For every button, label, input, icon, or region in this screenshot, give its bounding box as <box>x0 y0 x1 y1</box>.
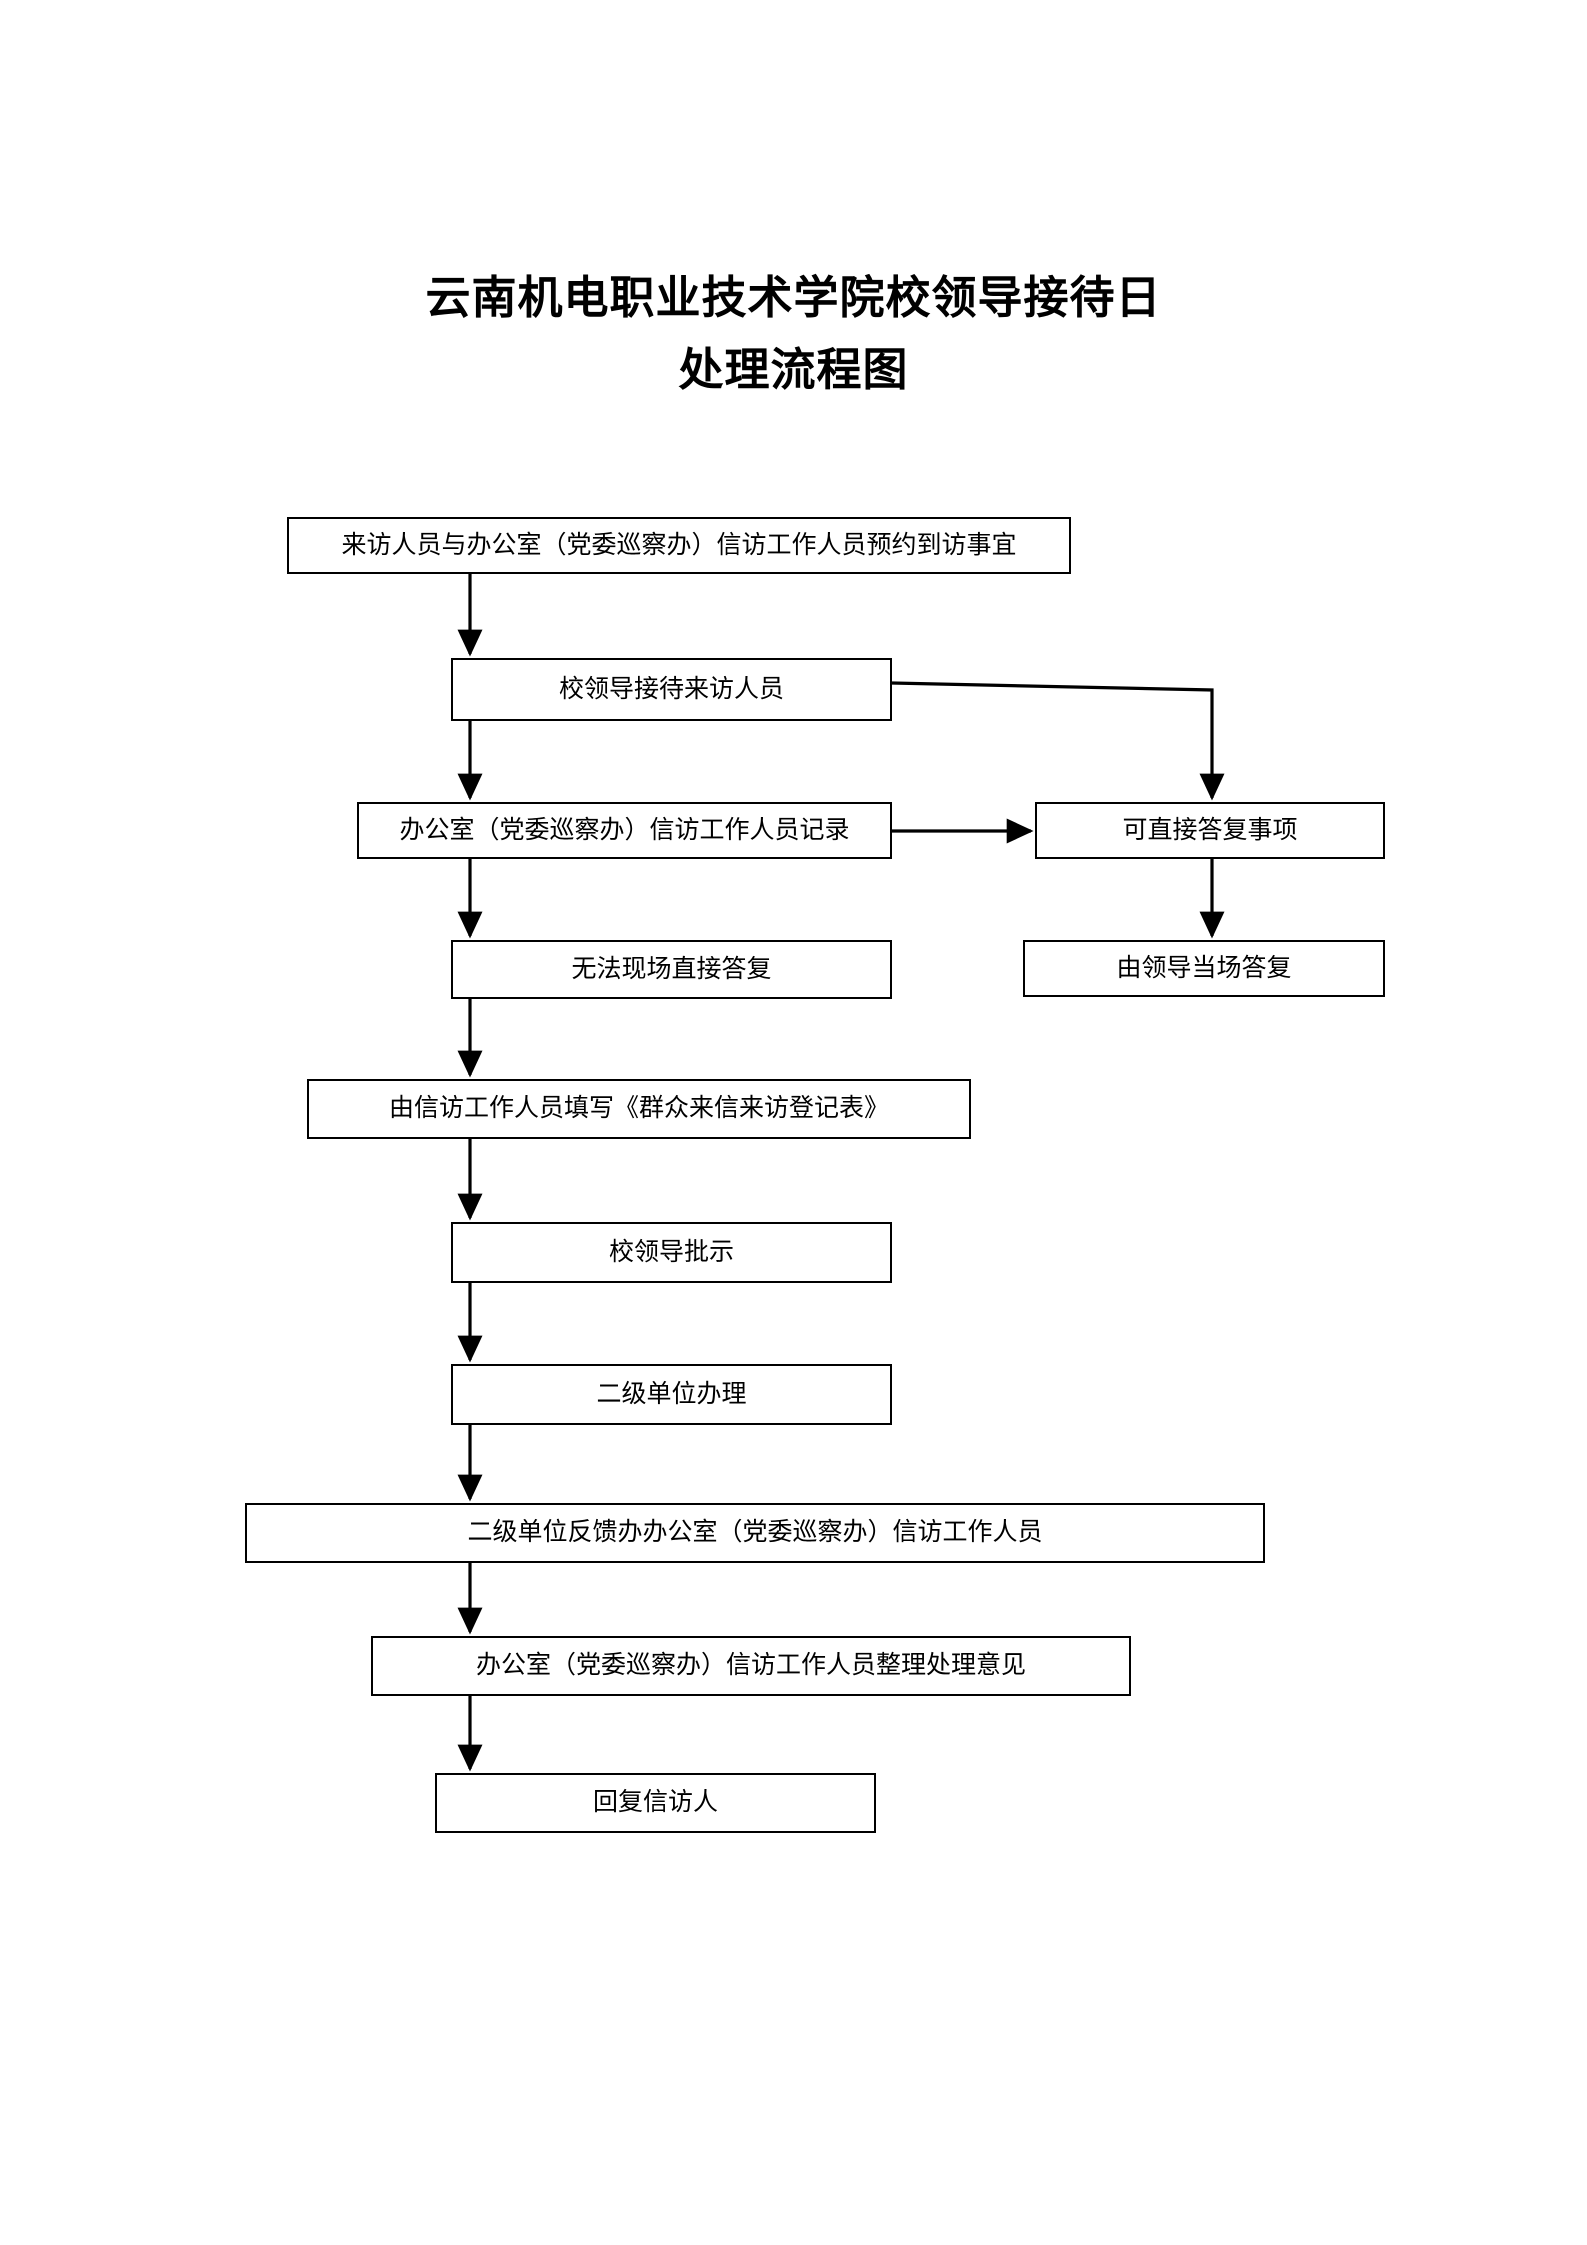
node-n5-label: 无法现场直接答复 <box>571 955 772 983</box>
node-n10[interactable]: 二级单位反馈办办公室（党委巡察办）信访工作人员 <box>245 1503 1265 1563</box>
node-n8-label: 校领导批示 <box>608 1238 734 1266</box>
node-n11-label: 办公室（党委巡察办）信访工作人员整理处理意见 <box>475 1652 1026 1679</box>
edge-n2-n4 <box>891 681 1225 801</box>
node-n5[interactable]: 无法现场直接答复 <box>451 940 892 999</box>
node-n1-label: 来访人员与办公室（党委巡察办）信访工作人员预约到访事宜 <box>341 531 1017 559</box>
node-n7[interactable]: 由信访工作人员填写《群众来信来访登记表》 <box>307 1079 971 1139</box>
node-n4[interactable]: 可直接答复事项 <box>1035 802 1385 859</box>
page-title: 云南机电职业技术学院校领导接待日 处理流程图 <box>0 262 1587 406</box>
node-n6[interactable]: 由领导当场答复 <box>1023 940 1385 997</box>
node-n12-label: 回复信访人 <box>592 1789 718 1816</box>
node-n7-label: 由信访工作人员填写《群众来信来访登记表》 <box>388 1095 889 1122</box>
node-n11[interactable]: 办公室（党委巡察办）信访工作人员整理处理意见 <box>371 1636 1131 1696</box>
node-n2[interactable]: 校领导接待来访人员 <box>451 658 892 721</box>
node-n12[interactable]: 回复信访人 <box>435 1773 876 1833</box>
node-n4-label: 可直接答复事项 <box>1122 816 1298 844</box>
node-n3[interactable]: 办公室（党委巡察办）信访工作人员记录 <box>357 802 892 859</box>
node-n9-label: 二级单位办理 <box>596 1380 747 1408</box>
node-n8[interactable]: 校领导批示 <box>451 1222 892 1283</box>
node-n3-label: 办公室（党委巡察办）信访工作人员记录 <box>399 816 850 844</box>
page-title-line-2: 处理流程图 <box>678 343 909 396</box>
page-title-line-1: 云南机电职业技术学院校领导接待日 <box>425 271 1162 324</box>
node-n10-label: 二级单位反馈办办公室（党委巡察办）信访工作人员 <box>467 1519 1043 1546</box>
node-n2-label: 校领导接待来访人员 <box>558 675 784 703</box>
node-n9[interactable]: 二级单位办理 <box>451 1364 892 1425</box>
node-n1[interactable]: 来访人员与办公室（党委巡察办）信访工作人员预约到访事宜 <box>287 517 1071 574</box>
node-n6-label: 由领导当场答复 <box>1116 954 1292 982</box>
